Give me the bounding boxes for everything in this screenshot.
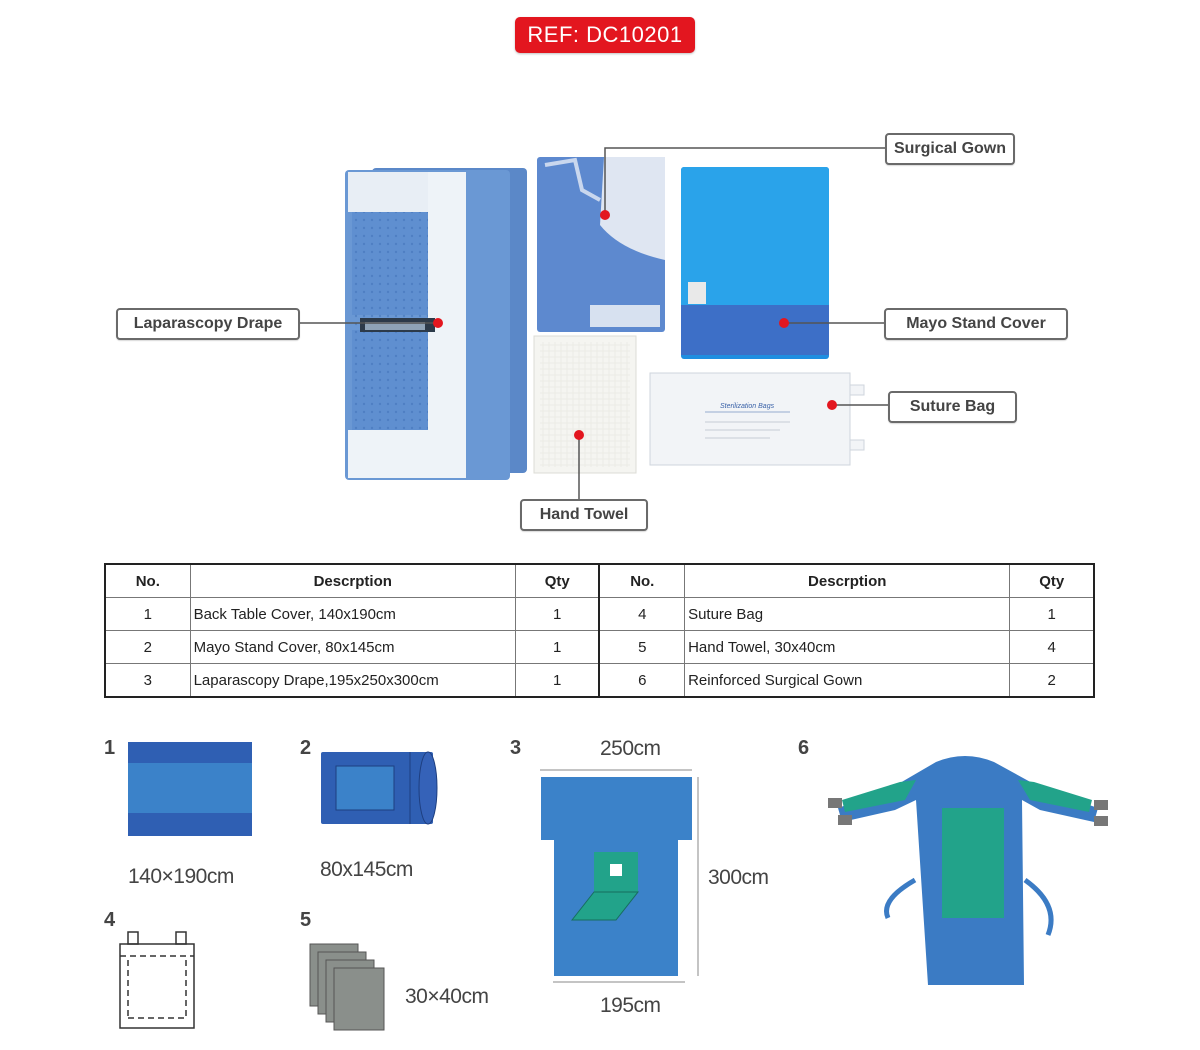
hand-towel-package [533, 335, 637, 474]
callout-hand-towel: Hand Towel [520, 499, 648, 531]
callout-suture-bag: Suture Bag [888, 391, 1017, 423]
cell-no: 3 [104, 663, 191, 698]
diagram-dimension: 140×190cm [128, 865, 234, 888]
marker-dot [779, 318, 789, 328]
diagram-dimension: 195cm [600, 994, 661, 1017]
marker-dot [574, 430, 584, 440]
cell-description: Reinforced Surgical Gown [684, 663, 1011, 698]
surgical-gown-package [537, 157, 665, 332]
laparascopy-drape-diagram [540, 769, 699, 983]
header-qty: Qty [1009, 563, 1095, 598]
diagram-dimension: 80x145cm [320, 858, 413, 881]
diagram-number: 2 [300, 737, 312, 759]
components-table: No. Descrption Qty No. Descrption Qty 1 … [104, 563, 1095, 698]
callout-surgical-gown: Surgical Gown [885, 133, 1015, 165]
diagram-number: 6 [798, 737, 810, 759]
ref-badge: REF: DC10201 [515, 17, 695, 53]
diagram-number: 5 [300, 909, 312, 931]
header-description: Descrption [189, 563, 516, 598]
surgical-gown-diagram [828, 756, 1108, 985]
marker-dots [433, 210, 837, 440]
cell-no: 5 [598, 630, 686, 664]
cell-qty: 1 [1009, 597, 1095, 631]
table-row: 1 Back Table Cover, 140x190cm 1 4 Suture… [104, 597, 1095, 631]
header-description: Descrption [684, 563, 1011, 598]
header-qty: Qty [514, 563, 600, 598]
suture-bag-package: Sterilization Bags [649, 372, 865, 466]
suture-bag-diagram [119, 931, 195, 1029]
callout-mayo-stand-cover: Mayo Stand Cover [884, 308, 1068, 340]
diagram-number: 4 [104, 909, 116, 931]
cell-description: Hand Towel, 30x40cm [684, 630, 1011, 664]
back-table-cover-diagram [128, 742, 252, 836]
product-photo: Sterilization Bags [298, 147, 888, 499]
table-header-row: No. Descrption Qty No. Descrption Qty [104, 563, 1095, 598]
cell-no: 2 [104, 630, 191, 664]
header-no: No. [104, 563, 191, 598]
cell-description: Mayo Stand Cover, 80x145cm [189, 630, 516, 664]
diagram-dimension: 250cm [600, 737, 661, 760]
marker-dot [433, 318, 443, 328]
cell-no: 4 [598, 597, 686, 631]
hand-towels-diagram [309, 943, 385, 1031]
cell-qty: 2 [1009, 663, 1095, 698]
bag-title-text: Sterilization Bags [720, 403, 775, 410]
leader-lines [298, 147, 888, 499]
cell-qty: 1 [514, 597, 600, 631]
table-row: 2 Mayo Stand Cover, 80x145cm 1 5 Hand To… [104, 630, 1095, 664]
header-no: No. [598, 563, 686, 598]
item-diagrams [119, 742, 1108, 1031]
cell-qty: 1 [514, 663, 600, 698]
mayo-stand-cover-package [681, 167, 829, 359]
diagram-dimension: 300cm [708, 866, 769, 889]
diagram-number: 1 [104, 737, 116, 759]
cell-qty: 4 [1009, 630, 1095, 664]
table-row: 3 Laparascopy Drape,195x250x300cm 1 6 Re… [104, 663, 1095, 698]
laparascopy-drape-package [345, 168, 527, 480]
mayo-stand-cover-diagram [321, 751, 438, 825]
cell-no: 1 [104, 597, 191, 631]
callout-laparascopy-drape: Laparascopy Drape [116, 308, 300, 340]
marker-dot [827, 400, 837, 410]
diagram-number: 3 [510, 737, 522, 759]
cell-description: Laparascopy Drape,195x250x300cm [189, 663, 516, 698]
cell-description: Back Table Cover, 140x190cm [189, 597, 516, 631]
cell-no: 6 [598, 663, 686, 698]
cell-qty: 1 [514, 630, 600, 664]
diagram-dimension: 30×40cm [405, 985, 489, 1008]
cell-description: Suture Bag [684, 597, 1011, 631]
marker-dot [600, 210, 610, 220]
